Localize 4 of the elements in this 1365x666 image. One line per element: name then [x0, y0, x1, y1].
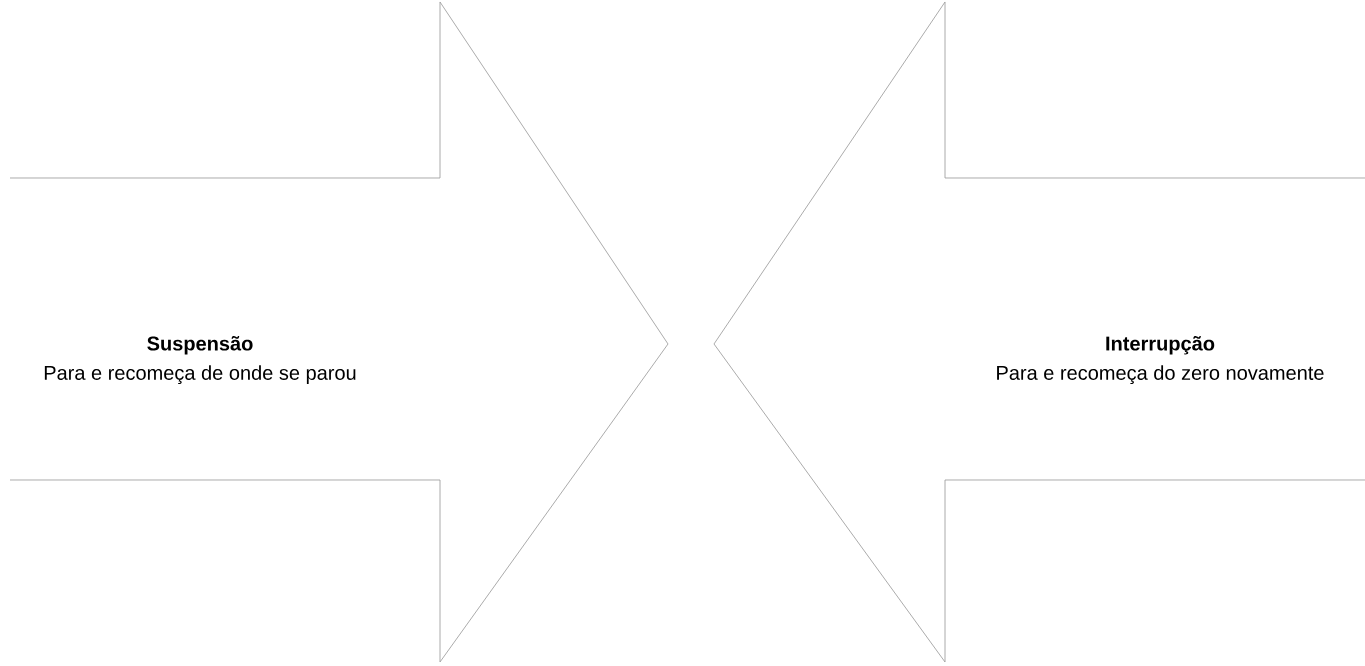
- heading: Suspensão: [147, 336, 253, 355]
- description: Para e recomeça de onde se parou: [44, 365, 356, 384]
- description: Para e recomeça do zero novamente: [997, 365, 1324, 384]
- heading: Interrupção: [1106, 336, 1215, 355]
